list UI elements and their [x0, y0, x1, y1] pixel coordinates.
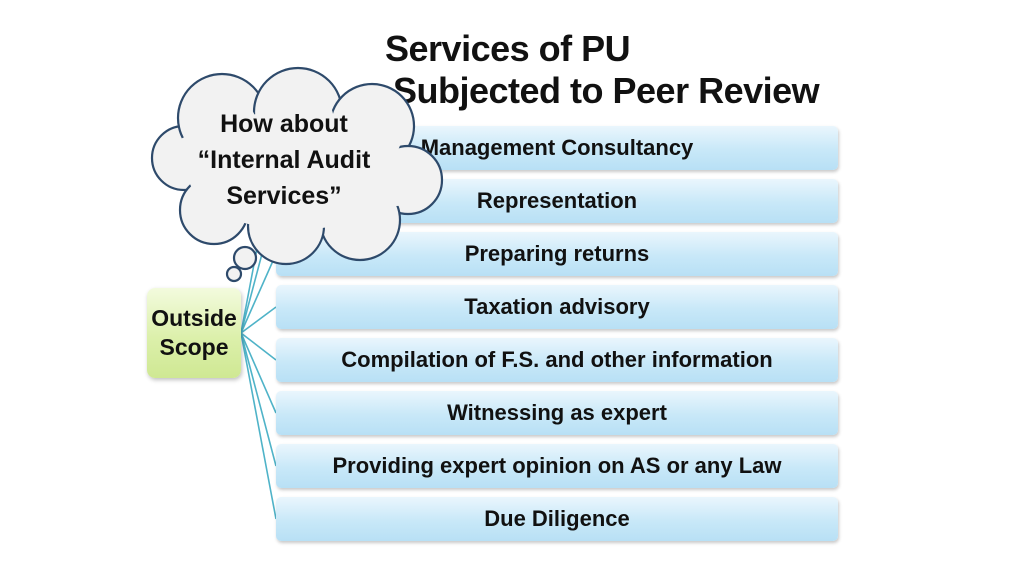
thought-cloud-icon	[150, 66, 444, 283]
connector-line	[240, 332, 277, 361]
service-label: Representation	[476, 188, 638, 213]
service-label: Preparing returns	[464, 241, 650, 266]
callout-text: How about “Internal Audit Services”	[178, 106, 390, 214]
connector-line	[240, 306, 277, 334]
service-label: Witnessing as expert	[447, 400, 667, 425]
callout-line: How about	[220, 110, 348, 138]
callout-line: Services”	[226, 182, 342, 210]
connector-line	[240, 332, 277, 414]
service-label: Compilation of F.S. and other informatio…	[341, 347, 773, 372]
outside-scope-box: Outside Scope	[147, 288, 241, 378]
service-box: Taxation advisory	[276, 285, 838, 329]
service-label: Taxation advisory	[464, 294, 650, 319]
title-line-1: Services of PU	[385, 28, 631, 69]
connector-line	[240, 253, 277, 334]
service-box: Providing expert opinion on AS or any La…	[276, 444, 838, 488]
connector-line	[240, 332, 277, 520]
service-box: Due Diligence	[276, 497, 838, 541]
service-box: Witnessing as expert	[276, 391, 838, 435]
service-label: Providing expert opinion on AS or any La…	[332, 453, 782, 478]
outside-scope-label: Outside Scope	[151, 305, 237, 360]
title-line-2: Subjected to Peer Review	[393, 70, 820, 111]
service-label: Management Consultancy	[420, 135, 694, 160]
service-box: Compilation of F.S. and other informatio…	[276, 338, 838, 382]
callout-line: “Internal Audit	[197, 146, 371, 174]
connector-line	[240, 332, 277, 467]
service-label: Due Diligence	[484, 506, 630, 531]
